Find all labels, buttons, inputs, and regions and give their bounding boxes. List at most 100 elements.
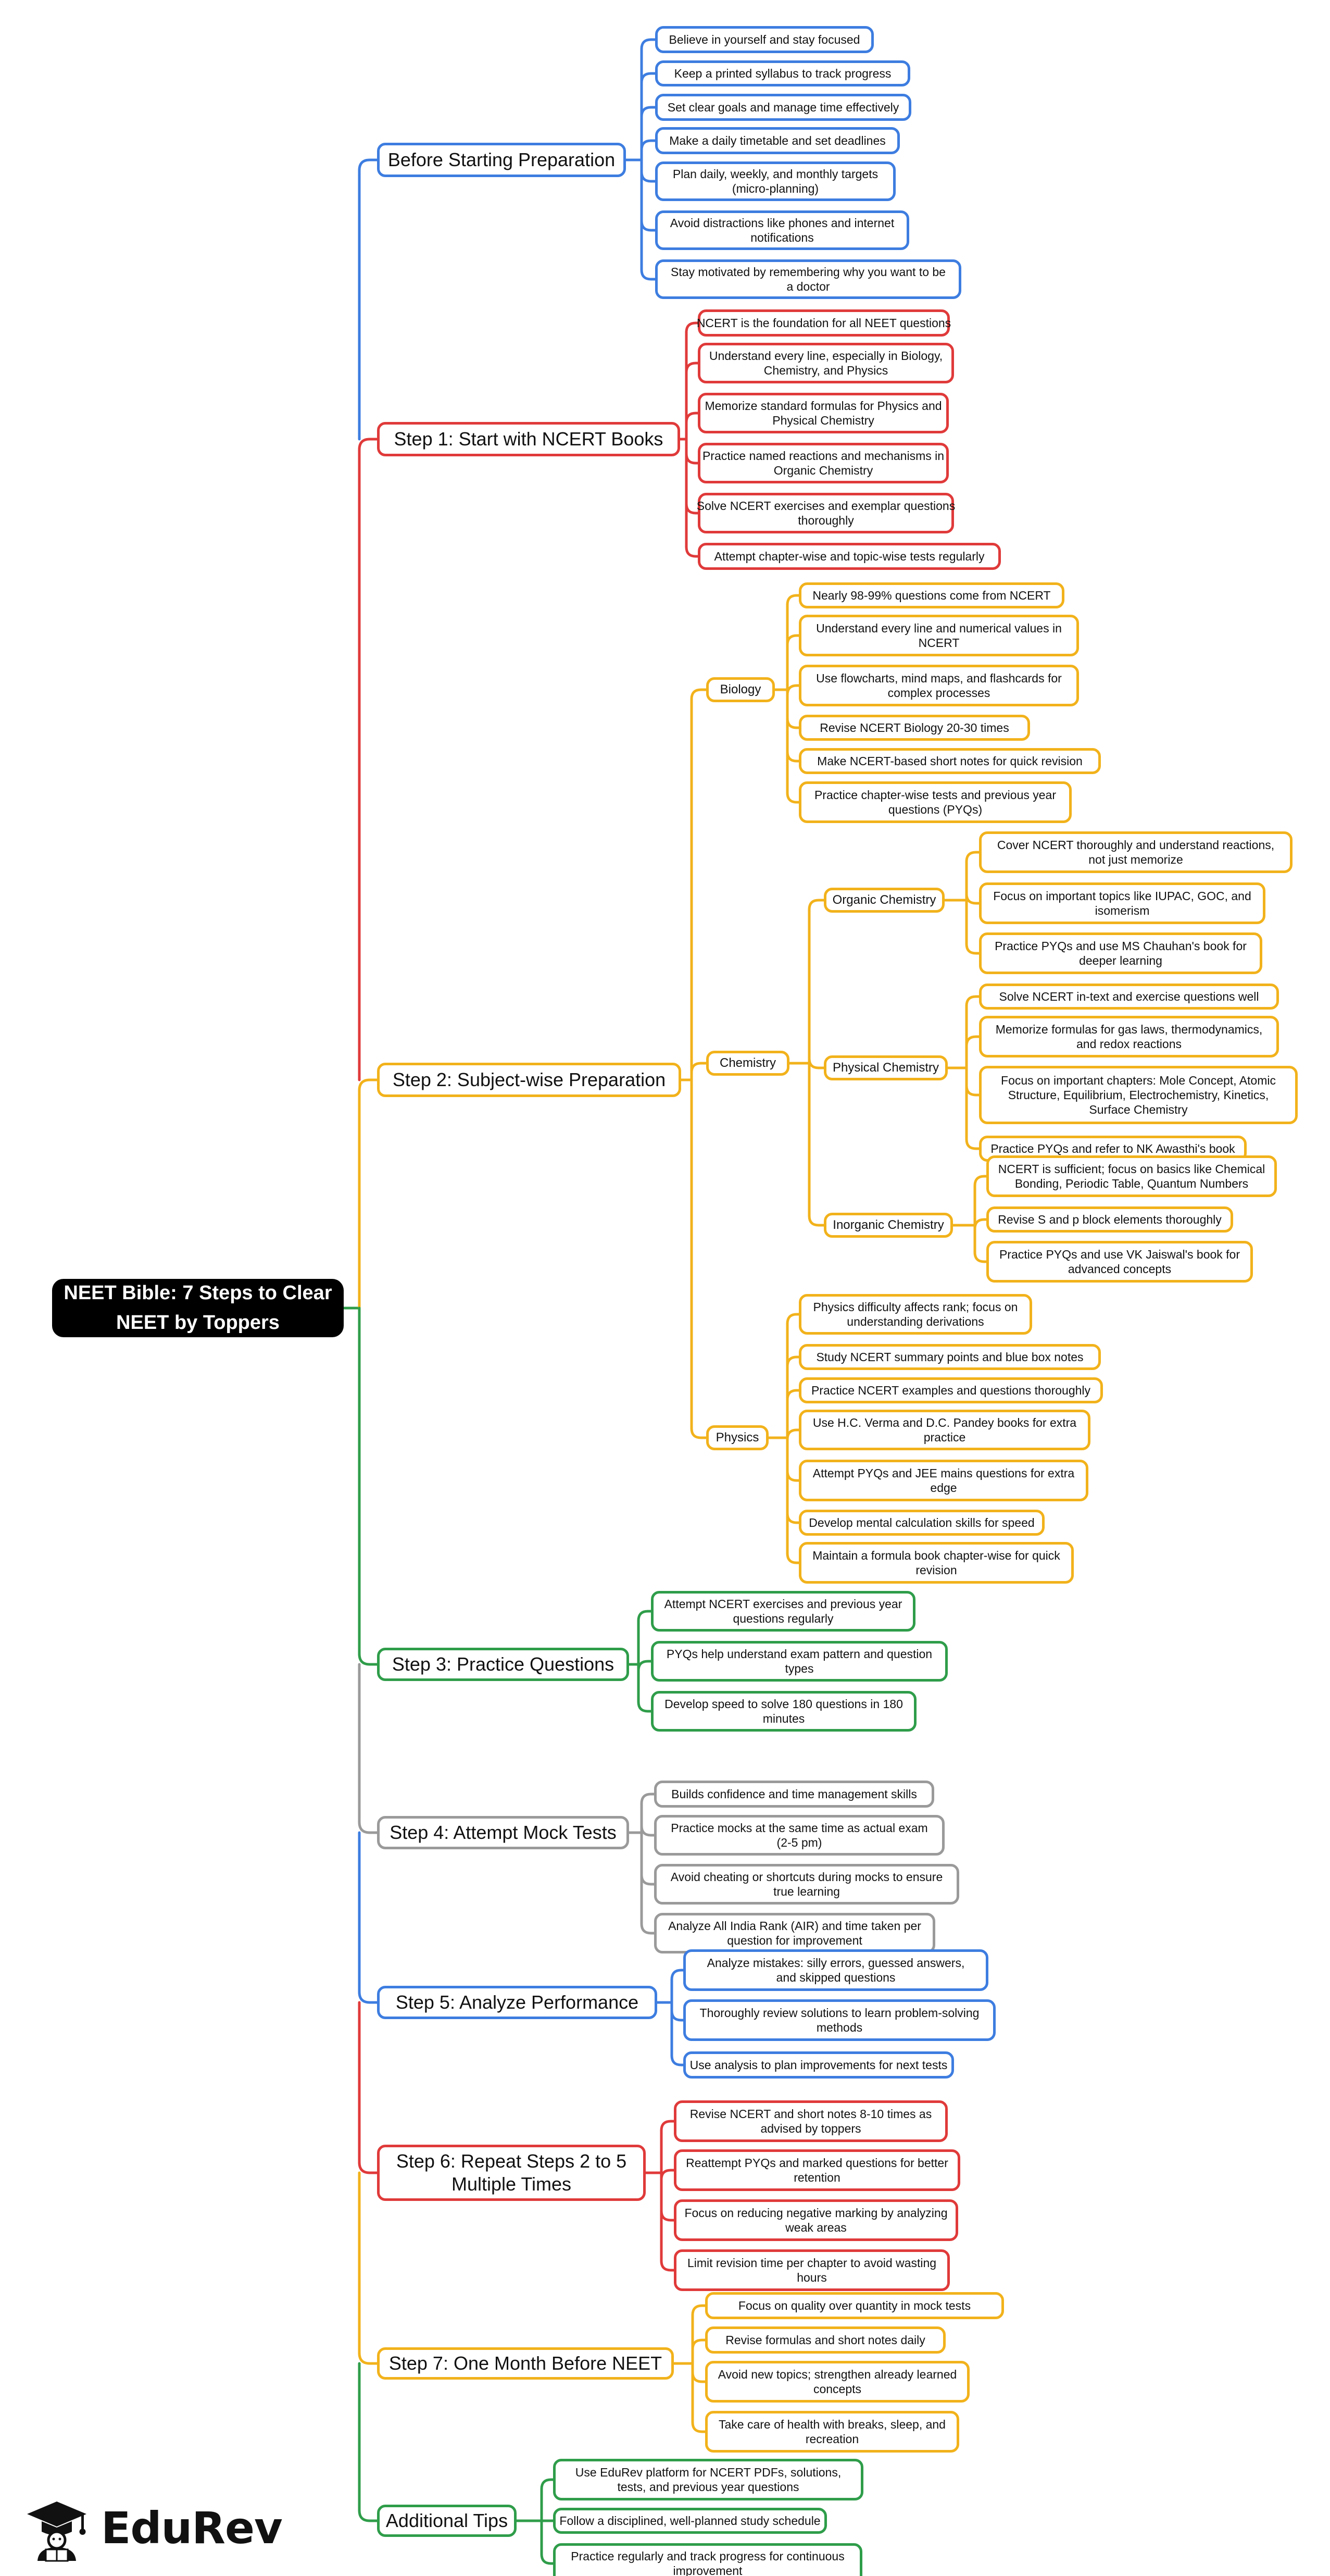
leaf-step7-avoid-new-topics-strengthen-already-lear: Avoid new topics; strengthen already lea… <box>705 2361 970 2403</box>
subject-physics: Physics <box>706 1425 769 1450</box>
leaf-inorganic-chemistry-revise-s-and-p-block-elements-thoroughly: Revise S and p block elements thoroughly <box>986 1206 1233 1233</box>
wire-step1-link-2 <box>685 412 699 424</box>
group-physical-chemistry: Physical Chemistry <box>824 1055 948 1080</box>
wire-step4-link-0 <box>640 1793 656 1805</box>
wire-biology-link-5 <box>786 791 800 804</box>
leaf-step1-attempt-chapter-wise-and-topic-wise-test: Attempt chapter-wise and topic-wise test… <box>698 543 1001 570</box>
trunk-link-step5 <box>358 1990 379 2004</box>
leaf-step1-practice-named-reactions-and-mechanisms-: Practice named reactions and mechanisms … <box>698 443 949 483</box>
leaf-physics-use-h-c-verma-and-d-c-pandey-books-for-e: Use H.C. Verma and D.C. Pandey books for… <box>799 1410 1090 1450</box>
trunk-link-step6 <box>358 2161 379 2174</box>
wire-physics-link-1 <box>786 1355 800 1368</box>
wire-tips-link-0 <box>540 2478 555 2491</box>
leaf-biology-nearly-98-99-questions-come-from-ncert: Nearly 98-99% questions come from NCERT <box>799 582 1064 608</box>
leaf-step4-practice-mocks-at-the-same-time-as-actua: Practice mocks at the same time as actua… <box>654 1815 945 1856</box>
wire-before-link-5 <box>640 219 657 232</box>
wire-physics-link-5 <box>786 1512 800 1524</box>
wire-step3-link-2 <box>637 1700 653 1713</box>
leaf-organic-chemistry-practice-pyqs-and-use-ms-chauhan-s-book-: Practice PYQs and use MS Chauhan's book … <box>979 932 1262 974</box>
trunk-link-tips <box>358 2509 379 2522</box>
branch-step7: Step 7: One Month Before NEET <box>377 2347 674 2380</box>
wire-step1-link-0 <box>685 321 699 334</box>
edurev-logo: EduRev <box>23 2495 283 2563</box>
leaf-step5-thoroughly-review-solutions-to-learn-pro: Thoroughly review solutions to learn pro… <box>683 1999 996 2041</box>
wire-chemistry-link-1 <box>808 1057 825 1069</box>
leaf-physics-attempt-pyqs-and-jee-mains-questions-for: Attempt PYQs and JEE mains questions for… <box>799 1460 1088 1501</box>
logo-text: EduRev <box>101 2503 283 2554</box>
wire-physics-link-3 <box>786 1428 800 1441</box>
wire-step3-link-1 <box>637 1660 653 1672</box>
leaf-step6-limit-revision-time-per-chapter-to-avoid: Limit revision time per chapter to avoid… <box>674 2249 950 2291</box>
wire-organic-chemistry-link-2 <box>965 942 981 955</box>
leaf-step7-take-care-of-health-with-breaks-sleep-an: Take care of health with breaks, sleep, … <box>705 2411 959 2453</box>
trunk-link-step2 <box>358 1078 379 1092</box>
trunk-link-step3 <box>358 1652 379 1666</box>
wire-step1-link-5 <box>685 545 699 558</box>
trunk-link-before <box>358 158 379 172</box>
branch-step4: Step 4: Attempt Mock Tests <box>377 1816 629 1849</box>
wire-biology-link-0 <box>786 594 800 606</box>
wire-step6-link-2 <box>660 2209 675 2222</box>
wire-step6-link-0 <box>660 2120 675 2132</box>
leaf-physical-chemistry-memorize-formulas-for-gas-laws-thermodyn: Memorize formulas for gas laws, thermody… <box>979 1016 1279 1057</box>
wire-tips-link-2 <box>540 2553 555 2565</box>
wire-organic-chemistry-link-1 <box>965 892 981 905</box>
wire-physics-link-2 <box>786 1389 800 1401</box>
leaf-tips-follow-a-disciplined-well-planned-study-: Follow a disciplined, well-planned study… <box>553 2508 827 2534</box>
wire-step6-link-1 <box>660 2169 675 2181</box>
leaf-biology-practice-chapter-wise-tests-and-previous: Practice chapter-wise tests and previous… <box>799 781 1072 823</box>
leaf-step1-ncert-is-the-foundation-for-all-neet-que: NCERT is the foundation for all NEET que… <box>697 309 951 337</box>
leaf-step1-understand-every-line-especially-in-biol: Understand every line, especially in Bio… <box>698 343 954 383</box>
wire-biology-link-1 <box>786 634 800 646</box>
trunk-link-step4 <box>358 1821 379 1834</box>
branch-before: Before Starting Preparation <box>377 143 626 177</box>
leaf-before-keep-a-printed-syllabus-to-track-progres: Keep a printed syllabus to track progres… <box>655 60 910 86</box>
wire-physical-chemistry-link-1 <box>965 1035 981 1048</box>
wire-before-link-2 <box>640 106 657 118</box>
graduation-student-icon <box>27 2502 86 2562</box>
leaf-before-stay-motivated-by-remembering-why-you-wa: Stay motivated by remembering why you wa… <box>655 259 961 299</box>
leaf-before-believe-in-yourself-and-stay-focused: Believe in yourself and stay focused <box>655 26 874 53</box>
wire-step4-link-3 <box>640 1922 656 1935</box>
leaf-step1-memorize-standard-formulas-for-physics-a: Memorize standard formulas for Physics a… <box>698 393 949 433</box>
leaf-step7-focus-on-quality-over-quantity-in-mock-t: Focus on quality over quantity in mock t… <box>705 2292 1004 2319</box>
subject-chemistry: Chemistry <box>706 1051 789 1076</box>
wire-biology-link-3 <box>786 717 800 729</box>
leaf-physics-develop-mental-calculation-skills-for-sp: Develop mental calculation skills for sp… <box>799 1510 1045 1536</box>
wire-inorganic-chemistry-link-0 <box>973 1175 988 1187</box>
wire-step7-link-2 <box>691 2371 707 2383</box>
leaf-step4-analyze-all-india-rank-air-and-time-take: Analyze All India Rank (AIR) and time ta… <box>654 1913 935 1953</box>
leaf-tips-use-edurev-platform-for-ncert-pdfs-solut: Use EduRev platform for NCERT PDFs, solu… <box>553 2459 863 2500</box>
leaf-physics-study-ncert-summary-points-and-blue-box-: Study NCERT summary points and blue box … <box>799 1344 1101 1370</box>
leaf-step6-reattempt-pyqs-and-marked-questions-for-: Reattempt PYQs and marked questions for … <box>674 2149 960 2191</box>
wire-physics-link-0 <box>786 1313 800 1325</box>
wire-step1-link-3 <box>685 452 699 465</box>
wire-step5-link-0 <box>670 1969 685 1981</box>
trunk-link-step1 <box>358 438 379 451</box>
branch-step1: Step 1: Start with NCERT Books <box>377 422 680 456</box>
leaf-step5-use-analysis-to-plan-improvements-for-ne: Use analysis to plan improvements for ne… <box>683 2051 954 2079</box>
leaf-before-avoid-distractions-like-phones-and-inter: Avoid distractions like phones and inter… <box>655 210 909 250</box>
wire-physics-link-6 <box>786 1552 800 1564</box>
wire-step2-link-1 <box>690 1062 708 1074</box>
wire-chemistry-link-0 <box>808 899 825 911</box>
leaf-biology-use-flowcharts-mind-maps-and-flashcards-: Use flowcharts, mind maps, and flashcard… <box>799 665 1079 706</box>
wire-step6-link-3 <box>660 2259 675 2272</box>
leaf-step6-focus-on-reducing-negative-marking-by-an: Focus on reducing negative marking by an… <box>674 2199 958 2241</box>
leaf-step4-builds-confidence-and-time-management-sk: Builds confidence and time management sk… <box>654 1781 934 1808</box>
group-organic-chemistry: Organic Chemistry <box>824 888 945 913</box>
leaf-before-make-a-daily-timetable-and-set-deadlines: Make a daily timetable and set deadlines <box>655 127 900 154</box>
group-inorganic-chemistry: Inorganic Chemistry <box>824 1213 953 1238</box>
wire-step1-link-1 <box>685 362 699 374</box>
leaf-physics-maintain-a-formula-book-chapter-wise-for: Maintain a formula book chapter-wise for… <box>799 1542 1074 1584</box>
leaf-step4-avoid-cheating-or-shortcuts-during-mocks: Avoid cheating or shortcuts during mocks… <box>654 1864 959 1905</box>
wire-step7-link-3 <box>691 2421 707 2433</box>
wire-step2-link-2 <box>690 1427 708 1439</box>
wire-step5-link-2 <box>670 2054 685 2067</box>
leaf-physical-chemistry-focus-on-important-chapters-mole-concept: Focus on important chapters: Mole Concep… <box>979 1066 1298 1124</box>
leaf-physics-practice-ncert-examples-and-questions-th: Practice NCERT examples and questions th… <box>799 1377 1103 1403</box>
leaf-physical-chemistry-solve-ncert-in-text-and-exercise-questio: Solve NCERT in-text and exercise questio… <box>979 984 1279 1010</box>
